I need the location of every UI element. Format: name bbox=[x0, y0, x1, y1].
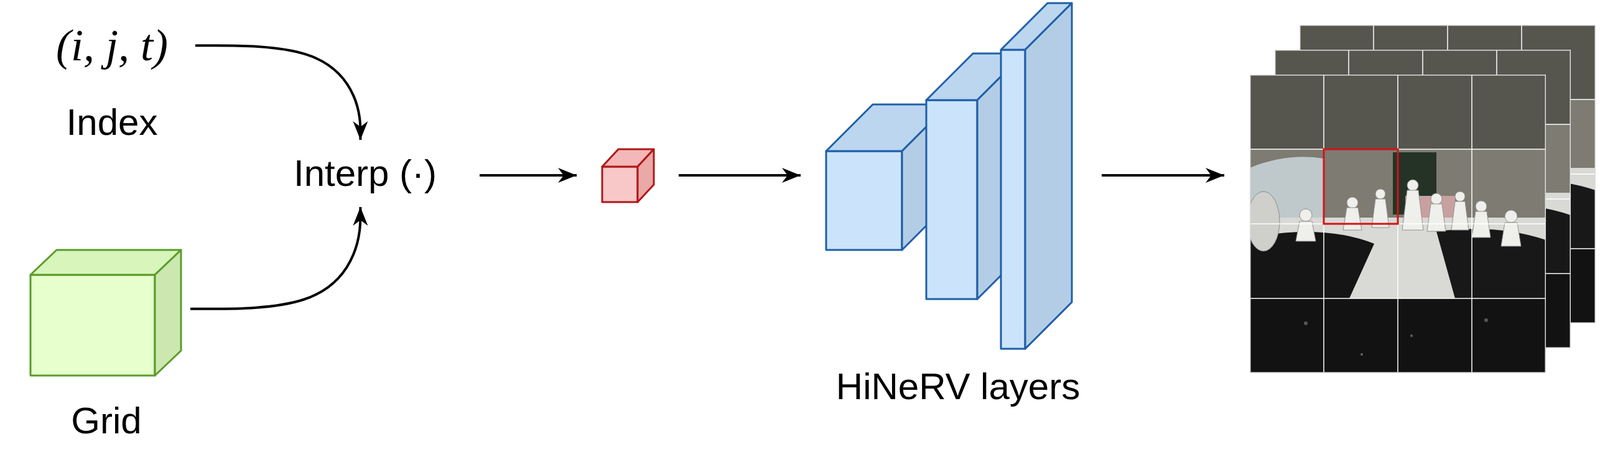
grid-node: Grid bbox=[24, 245, 188, 444]
grid-cube-part bbox=[30, 274, 155, 376]
feature-cube-part bbox=[602, 166, 638, 203]
node-label: Interp (·) bbox=[293, 151, 437, 196]
node-label: Index bbox=[55, 100, 168, 145]
feature-cube-part bbox=[637, 149, 654, 203]
network-layers-part bbox=[1000, 49, 1026, 349]
network-layers bbox=[826, 3, 1072, 349]
node-label: Grid bbox=[70, 398, 142, 444]
grid-cube bbox=[30, 250, 182, 376]
network-layers-part bbox=[926, 100, 978, 300]
interp-op: Interp (·) bbox=[286, 144, 445, 203]
output-frames-part bbox=[1247, 74, 1546, 374]
node-label: HiNeRV layers bbox=[836, 364, 1080, 410]
node-label: (i, j, t) bbox=[55, 18, 168, 73]
flow-arrows-part bbox=[678, 174, 801, 177]
network-layers-part bbox=[1025, 3, 1072, 349]
flow-arrows-part bbox=[479, 174, 577, 177]
flow-arrows-part bbox=[1101, 174, 1225, 177]
flow-arrow bbox=[190, 207, 361, 310]
grid-cube-part bbox=[154, 250, 182, 376]
output-frames bbox=[1247, 24, 1596, 374]
network-layers-part bbox=[826, 151, 903, 251]
flow-arrow bbox=[195, 45, 361, 140]
feature-cube bbox=[602, 149, 654, 203]
patch-highlight bbox=[1323, 149, 1398, 224]
layers-node: HiNeRV layers bbox=[829, 362, 1087, 412]
flow-arrows bbox=[479, 174, 1225, 177]
index-label: (i, j, t) Index bbox=[31, 18, 193, 145]
